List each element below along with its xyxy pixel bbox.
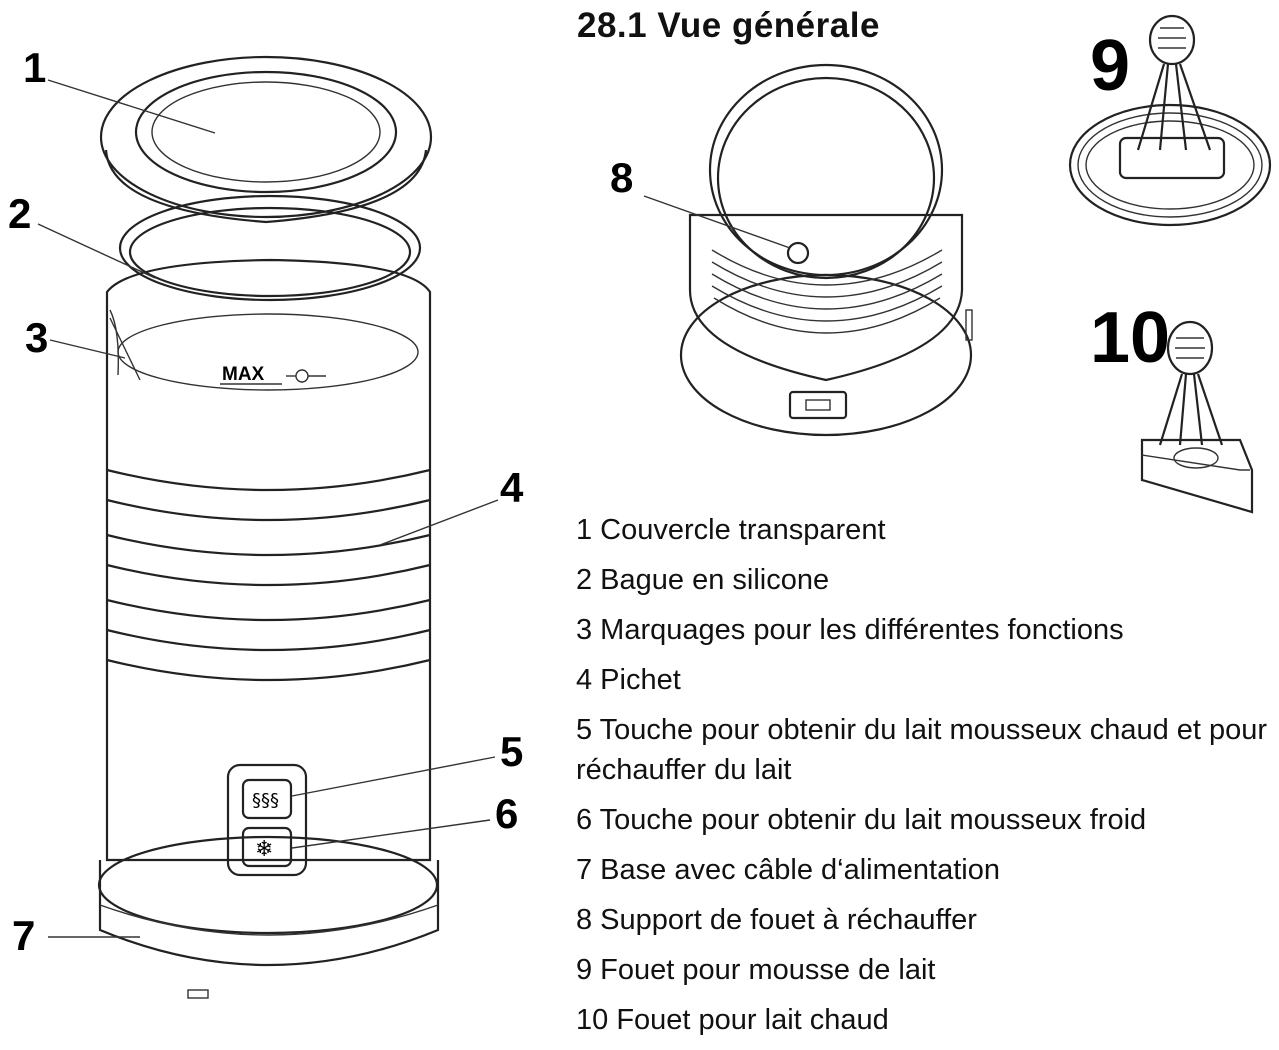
callout-2: 2 [8,190,31,237]
silicone-ring [118,194,422,302]
milk-frother-illustration: MAX §§§ ❄ [97,55,440,999]
steam-icon: §§§ [252,790,279,811]
legend-item-6: 6 Touche pour obtenir du lait mousseux f… [576,804,1147,836]
whisk-holder-pin [786,241,810,265]
snowflake-icon: ❄ [255,837,273,862]
hot-milk-whisk-illustration [1140,320,1254,514]
parts-legend: 1 Couvercle transparent 2 Bague en silic… [576,510,1276,1050]
legend-item-4: 4 Pichet [576,664,681,696]
callout-1: 1 [23,44,46,91]
legend-item-5: 5 Touche pour obtenir du lait mousseux c… [576,714,1268,786]
callout-7: 7 [12,912,35,959]
transparent-lid [99,55,433,224]
callouts: 1 2 3 4 5 6 7 8 9 10 [8,26,1170,959]
power-base [97,835,440,999]
whisk-holder-illustration [679,63,973,437]
callout-8: 8 [610,154,633,201]
legend-item-7: 7 Base avec câble d‘alimentation [576,854,1000,886]
legend-item-9: 9 Fouet pour mousse de lait [576,954,936,986]
control-panel: §§§ ❄ [226,763,308,877]
callout-9: 9 [1090,26,1130,106]
legend-item-10: 10 Fouet pour lait chaud [576,1004,889,1036]
section-title: 28.1 Vue générale [577,6,880,45]
max-marking: MAX [222,364,265,385]
legend-item-8: 8 Support de fouet à réchauffer [576,904,977,936]
jug: MAX [105,258,432,862]
leader-lines [37,79,791,938]
hot-froth-button[interactable] [241,778,293,820]
legend-item-1: 1 Couvercle transparent [576,514,886,546]
legend-item-2: 2 Bague en silicone [576,564,830,596]
callout-4: 4 [500,464,524,511]
callout-6: 6 [495,790,518,837]
callout-10: 10 [1090,298,1170,378]
legend-item-3: 3 Marquages pour les différentes fonctio… [576,614,1124,646]
milk-foam-whisk-illustration [1068,14,1272,227]
cold-froth-button[interactable] [241,826,293,868]
callout-5: 5 [500,728,523,775]
callout-3: 3 [25,314,48,361]
